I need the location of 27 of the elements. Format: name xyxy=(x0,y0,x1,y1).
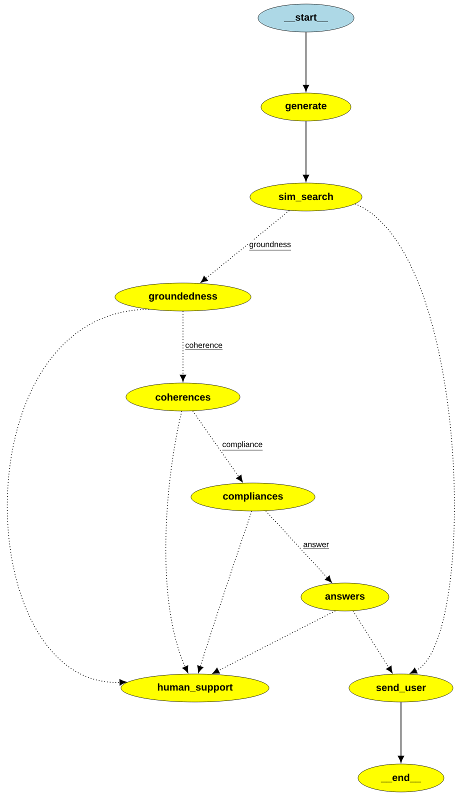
arrow xyxy=(265,510,332,583)
edge-label: groundness xyxy=(248,240,292,252)
edge-label: compliance xyxy=(221,440,264,452)
graph-node: __start__ xyxy=(258,4,354,32)
graph-node: answers xyxy=(300,582,390,612)
graph-node: generate xyxy=(260,92,352,122)
arrow xyxy=(200,210,290,283)
arrow xyxy=(302,32,310,92)
arrow xyxy=(6,308,150,686)
edge-label: answer xyxy=(302,542,330,550)
graph-node: send_user xyxy=(348,674,454,702)
edge-label: coherence xyxy=(184,341,224,351)
graph-node: groundedness xyxy=(114,282,252,312)
arrow xyxy=(212,610,336,674)
arrow xyxy=(398,702,404,763)
graph-node: sim_search xyxy=(250,182,362,212)
arrow xyxy=(302,120,310,182)
arrow xyxy=(180,310,186,382)
arrow xyxy=(192,410,243,482)
arrow xyxy=(165,410,188,673)
arrow xyxy=(197,510,252,673)
graph-node: human_support xyxy=(120,674,270,702)
graph-node: coherences xyxy=(126,382,240,412)
arrow xyxy=(354,204,455,674)
graph-node: compliances xyxy=(190,482,316,512)
graph-node: __end__ xyxy=(358,764,444,792)
arrow xyxy=(352,610,393,674)
